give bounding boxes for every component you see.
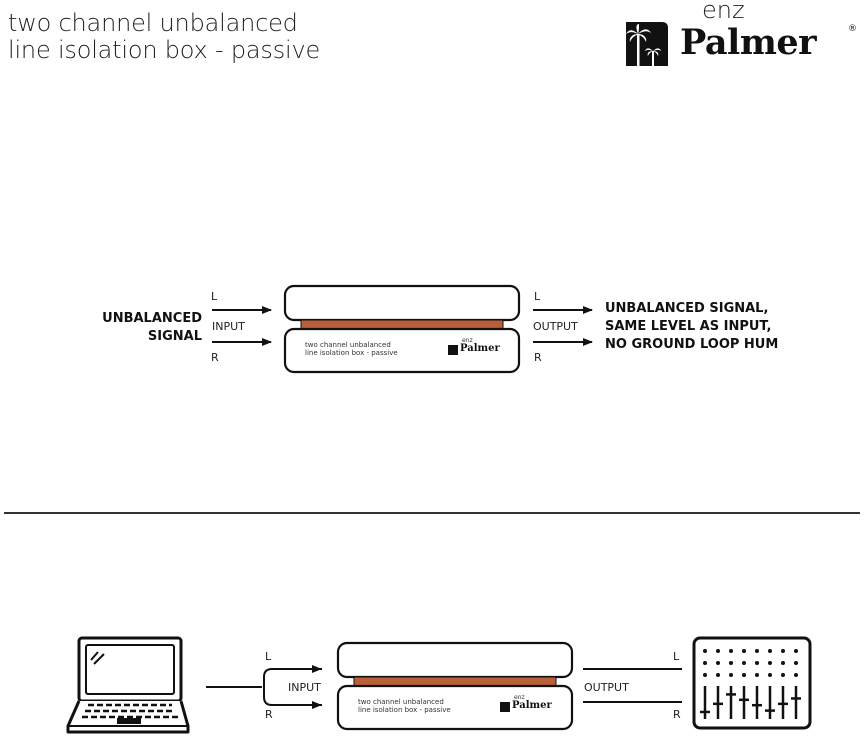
mixer-knob [768,661,772,665]
device2-logo-prefix: enz [514,694,525,701]
product-title: two channel unbalanced line isolation bo… [8,10,320,64]
device-caption-line-1: two channel unbalanced [305,341,391,349]
section-divider [4,512,860,514]
palm-tree-icon [626,22,668,66]
input-r-label: R [211,351,219,364]
mixer-knob [768,673,772,677]
output2-r-label: R [673,708,681,721]
device-logo-prefix: enz [462,337,473,344]
output-description: UNBALANCED SIGNAL, SAME LEVEL AS INPUT, … [605,300,778,354]
device-caption: two channel unbalanced line isolation bo… [305,341,398,357]
mixer-knob [729,661,733,665]
isolation-box-device-2 [336,641,574,731]
mixer-knob [729,649,733,653]
registered-mark: ® [848,24,857,34]
source-label-line-1: UNBALANCED [102,311,202,326]
title-line-2: line isolation box - passive [8,36,321,64]
mixer-knob [781,673,785,677]
input-cable [206,665,322,709]
device2-logo-name: Palmer [512,700,552,711]
mini-palm-icon-2 [500,702,510,712]
input-label: INPUT [212,320,245,333]
brand-prefix: enz [702,0,745,24]
mixer-knob [781,649,785,653]
input2-label: INPUT [288,681,321,694]
mini-palm-icon [448,345,458,355]
mixer-icon [692,636,812,730]
mixer-knob [755,673,759,677]
device2-caption: two channel unbalanced line isolation bo… [358,698,451,714]
brand-logo: enz Palmer ® [622,0,862,72]
brand-name: Palmer [680,22,817,63]
device-caption-line-2: line isolation box - passive [305,349,398,357]
mixer-knob [794,673,798,677]
output-desc-line-2: SAME LEVEL AS INPUT, [605,319,772,334]
laptop-icon [66,636,190,734]
mixer-knob [794,661,798,665]
input-l-label: L [211,290,218,303]
mixer-knob [729,673,733,677]
output-desc-line-1: UNBALANCED SIGNAL, [605,301,769,316]
mixer-knob [716,673,720,677]
mixer-knob [794,649,798,653]
device2-caption-line-2: line isolation box - passive [358,706,451,714]
mixer-knob [742,649,746,653]
input-source-label: UNBALANCED SIGNAL [92,310,202,346]
output-l-label: L [534,290,541,303]
mixer-knob [703,673,707,677]
title-line-1: two channel unbalanced [8,9,298,37]
mixer-knob [742,673,746,677]
mixer-knob [755,649,759,653]
output2-label: OUTPUT [584,681,629,694]
output-label: OUTPUT [533,320,578,333]
mixer-knob [703,649,707,653]
mixer-knob [742,661,746,665]
isolation-box-device [283,284,521,374]
input2-l-label: L [265,650,272,663]
source-label-line-2: SIGNAL [147,329,202,344]
mixer-knob [703,661,707,665]
output-desc-line-3: NO GROUND LOOP HUM [605,337,779,352]
device2-caption-line-1: two channel unbalanced [358,698,444,706]
mixer-knob [768,649,772,653]
output-r-label: R [534,351,542,364]
device-logo-name: Palmer [460,343,500,354]
input2-r-label: R [265,708,273,721]
mixer-knob [781,661,785,665]
mixer-knob [716,661,720,665]
mixer-knob [755,661,759,665]
output2-l-label: L [673,650,680,663]
mixer-knob [716,649,720,653]
